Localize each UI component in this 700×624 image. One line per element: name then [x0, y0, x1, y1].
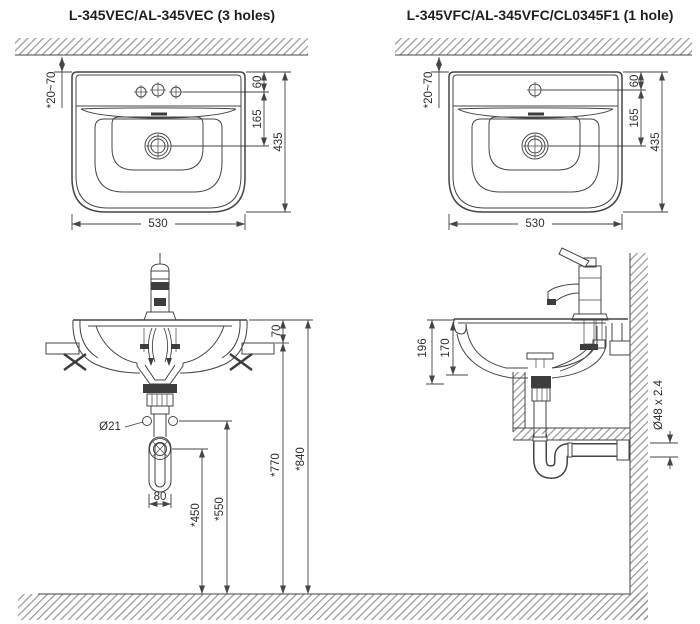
faucet-hole-1	[527, 82, 543, 98]
dim-60: 60	[629, 75, 641, 88]
wall-corbel	[609, 340, 631, 356]
dim-840: *840	[295, 447, 307, 471]
title-right-model: L-345VFC/AL-345VFC/CL0345F1 (1 hole)	[407, 7, 674, 23]
dim-550: *550	[214, 497, 226, 521]
dim-530: 530	[525, 218, 544, 230]
dimension-lines	[431, 57, 668, 231]
basin-cross-section	[72, 319, 248, 374]
dim-530: 530	[148, 218, 167, 230]
basin-outline	[448, 71, 623, 213]
dim-anchor-dia: Ø21	[99, 421, 121, 433]
drain-icon	[144, 132, 172, 160]
front-view-left: *20~70 60 165 435 530	[15, 38, 308, 231]
dimension-lines	[124, 319, 313, 594]
front-view-right: *20~70 60 165 435 530	[395, 38, 692, 231]
dim-450: *450	[190, 503, 202, 527]
drain-icon	[521, 132, 549, 160]
faucet-holes-3	[134, 82, 183, 99]
under-sink-shroud	[512, 372, 630, 441]
wall-bracket-left	[45, 342, 87, 371]
pipe-escutcheon	[616, 439, 630, 461]
wall-hatch-top-left	[15, 38, 308, 55]
dim-80: 80	[154, 491, 167, 503]
title-left-model: L-345VEC/AL-345VEC (3 holes)	[69, 7, 275, 23]
dim-170: 170	[440, 338, 452, 357]
p-trap-pipe	[532, 434, 630, 480]
overflow-slot	[151, 112, 167, 116]
dim-435: 435	[273, 132, 285, 151]
anchor-hole-right	[168, 416, 178, 426]
wall-hatch-top-right	[395, 38, 692, 55]
overflow-slot	[528, 112, 544, 116]
section-view-right: 196 170 Ø48 x 2.4	[417, 247, 678, 480]
dim-435: 435	[650, 132, 662, 151]
single-lever-faucet-icon	[547, 247, 609, 372]
dim-60: 60	[252, 76, 264, 89]
dim-165: 165	[629, 108, 641, 127]
wall-hatch-right	[630, 253, 648, 620]
dim-70: 70	[271, 325, 283, 338]
basin-side-section	[453, 318, 631, 379]
drain-trap-assembly	[136, 363, 184, 493]
dim-196: 196	[417, 338, 429, 357]
tall-faucet-icon	[140, 253, 180, 366]
floor-hatch	[18, 594, 648, 620]
dim-mounting-gap: *20~70	[46, 72, 58, 109]
dimension-lines	[426, 319, 678, 469]
wall-bracket-right	[229, 342, 275, 371]
dim-pipe: Ø48 x 2.4	[653, 379, 665, 429]
dim-mounting-gap: *20~70	[423, 72, 435, 109]
dimension-lines	[54, 57, 291, 231]
popup-drain-assembly	[526, 352, 554, 440]
dim-770: *770	[270, 453, 282, 477]
basin-outline	[71, 71, 246, 213]
section-view-left: 70 Ø21 80 *450 *550 *770 *840	[45, 253, 313, 594]
anchor-hole-left	[142, 416, 152, 426]
dim-165: 165	[252, 109, 264, 128]
